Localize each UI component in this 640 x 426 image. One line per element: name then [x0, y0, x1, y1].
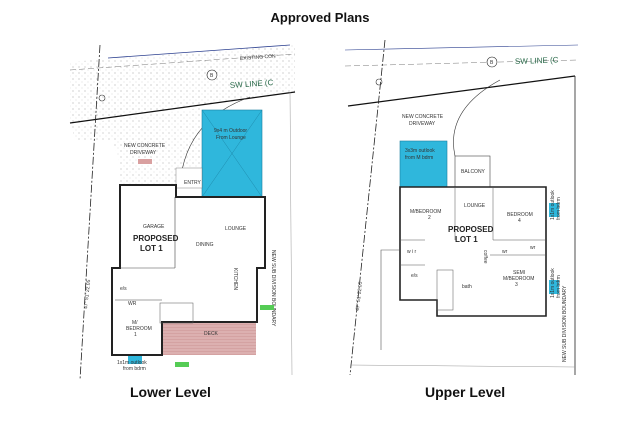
street-area — [70, 45, 295, 123]
marker-b-upper — [486, 56, 498, 68]
coffee-label: coffee — [482, 250, 488, 264]
building-outline — [111, 184, 266, 356]
wr-label-1-upper: wr — [502, 249, 508, 255]
driveway — [72, 108, 200, 185]
entry — [175, 167, 203, 189]
marker-label-upper: B — [490, 60, 494, 66]
proposed-label-1-upper: PROPOSED — [448, 225, 494, 234]
balcony-label: BALCONY — [461, 169, 486, 175]
boundary-bearing-upper: 47° 51' 22.05 — [355, 281, 364, 311]
semi-label-2: M/BEDROOM — [503, 276, 534, 282]
deck-label: DECK — [204, 331, 219, 337]
stairs — [159, 302, 194, 324]
outlook-right1-label-2: from bdrm — [556, 197, 562, 220]
semi-label-1: SEMI — [513, 270, 525, 276]
marker-b — [206, 69, 218, 81]
bedroom-label-1: M/ — [132, 320, 138, 326]
outlook-right1-label-1: 1x1m outlook — [550, 190, 556, 220]
building-outline-upper — [399, 186, 547, 317]
marker-label: B — [210, 73, 214, 79]
entry-label: ENTRY — [184, 180, 202, 186]
dining-label: DINING — [196, 242, 214, 248]
bath-label: bath — [462, 284, 472, 290]
balcony — [454, 155, 491, 188]
driveway-label-2-upper: DRIVEWAY — [409, 121, 436, 127]
outdoor-label-1: 9x4 m Outdoor — [214, 128, 247, 134]
outdoor-label-1-upper: 3x3m outlook — [405, 148, 435, 154]
outlook-label-1: 1x1m outlook — [117, 360, 147, 366]
outdoor-label-2-upper: from M bdrm — [405, 155, 433, 161]
lounge-label: LOUNGE — [225, 226, 247, 232]
wir-label: w i r — [407, 249, 417, 255]
wr-label-2-upper: wr — [530, 245, 536, 251]
wr-label: WR — [128, 301, 137, 307]
driveway-label-1-upper: NEW CONCRETE — [402, 114, 444, 120]
street-line-label: SW LINE (C — [230, 78, 274, 90]
page-title: Approved Plans — [270, 10, 370, 25]
kitchen-label: KITCHEN — [232, 268, 238, 290]
stairs-upper — [436, 269, 454, 311]
proposed-label-2: LOT 1 — [140, 244, 163, 253]
garage-label: GARAGE — [143, 224, 165, 230]
street-line-label-upper: SW LINE (C — [515, 55, 559, 66]
boundary-note: NEW SUB DIVISION BOUNDARY — [270, 250, 276, 327]
outlook-right2-label-2: from bdrm — [556, 275, 562, 298]
proposed-label-1: PROPOSED — [133, 234, 179, 243]
master-label-2: 2 — [428, 215, 431, 221]
boundary-bearing: 47° 51' 22.05 — [83, 279, 92, 309]
outlook-label-2: from bdrm — [123, 366, 146, 372]
lower-level-plan: B SW LINE (C EXISTING CON 47° 51' 22.05 … — [69, 44, 296, 381]
driveway-label-2: DRIVEWAY — [130, 150, 157, 156]
upper-level-caption: Upper Level — [425, 384, 506, 400]
es-label: e/s — [120, 286, 127, 292]
outlook-right2-label-1: 1x1m outlook — [550, 268, 556, 298]
proposed-label-2-upper: LOT 1 — [455, 235, 478, 244]
outdoor-area-upper — [399, 140, 448, 188]
deck — [162, 322, 256, 355]
outdoor-label-2: From Lounge — [216, 135, 246, 141]
bedroom-label-2: BEDROOM — [126, 326, 152, 332]
lower-level-caption: Lower Level — [130, 384, 211, 400]
upper-level-plan: B SW LINE (C 47° 51' 22.05 NEW CONCRETE … — [344, 39, 579, 376]
driveway-label-1: NEW CONCRETE — [124, 143, 166, 149]
es-label-upper: e/s — [411, 273, 418, 279]
bedroom-label-3: 1 — [134, 332, 137, 338]
semi-label-3: 3 — [515, 282, 518, 288]
street-top-label: EXISTING CON — [240, 53, 277, 62]
lounge-label-upper: LOUNGE — [464, 203, 486, 209]
boundary-note-upper: NEW SUB DIVISION BOUNDARY — [562, 285, 568, 362]
master-label-1: M/BEDROOM — [410, 209, 441, 215]
bedroom4-label-1: BEDROOM — [507, 212, 533, 218]
bedroom4-label-2: 4 — [518, 218, 521, 224]
